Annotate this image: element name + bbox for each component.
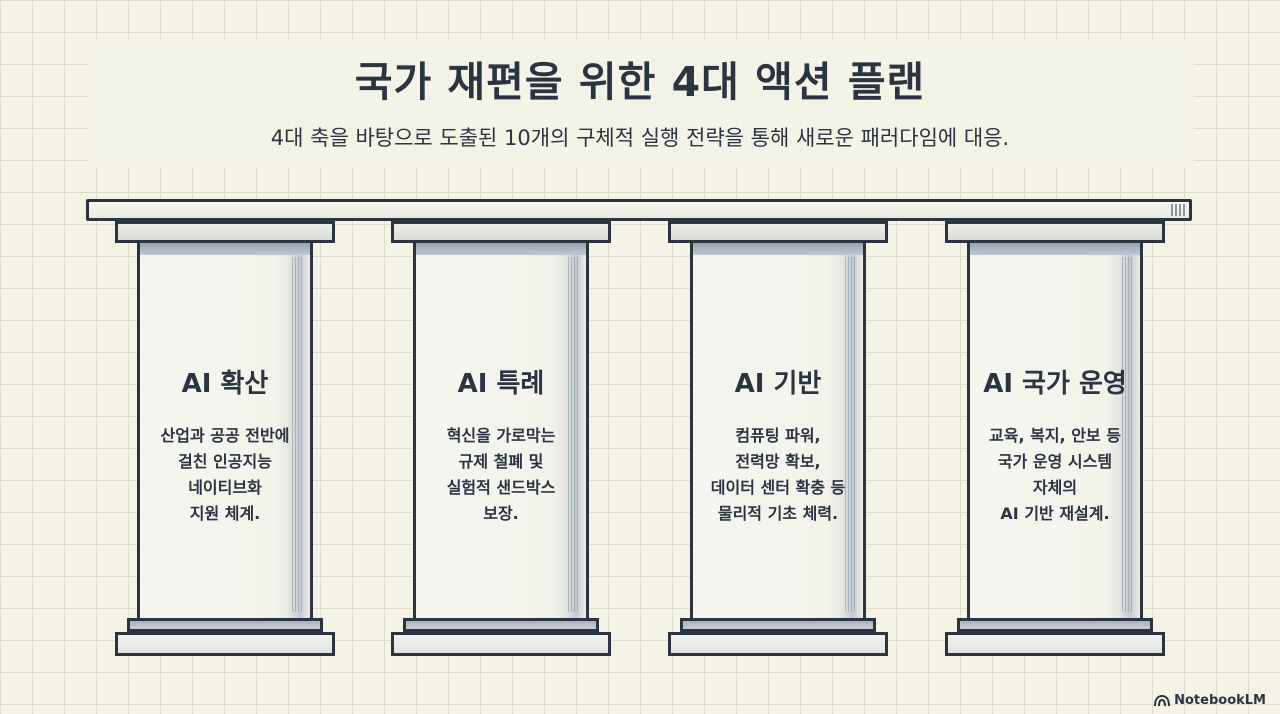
pillar-plinth <box>945 632 1165 656</box>
pillar-description-line: 자체의 <box>1032 478 1078 497</box>
pillar-description: 컴퓨팅 파워, 전력망 확보, 데이터 센터 확충 등 물리적 기초 체력. <box>690 423 866 527</box>
pillar-shaft <box>967 243 1143 618</box>
pillar-description-line: 지원 체계. <box>189 504 261 523</box>
pillar-description-line: 물리적 기초 체력. <box>717 504 839 523</box>
pillar-title: AI 확산 <box>181 369 269 399</box>
pillar-description-line: 네이티브화 <box>188 478 262 497</box>
pillar-description-line: 전력망 확보, <box>735 452 821 471</box>
page-subtitle: 4대 축을 바탕으로 도출된 10개의 구체적 실행 전략을 통해 새로운 패러… <box>270 126 1010 150</box>
pillar-description: 산업과 공공 전반에 걸친 인공지능 네이티브화 지원 체계. <box>137 423 313 527</box>
pillar-description-line: 혁신을 가로막는 <box>446 426 556 445</box>
notebooklm-logo-icon <box>1154 694 1171 706</box>
header-panel <box>88 40 1194 168</box>
brand-label: NotebookLM <box>1174 693 1266 708</box>
pillar-shaft <box>413 243 589 618</box>
pillar-capital <box>391 221 611 243</box>
pillar-capital <box>668 221 888 243</box>
pillar-description-line: 컴퓨팅 파워, <box>735 426 821 445</box>
pillar-description-line: 교육, 복지, 안보 등 <box>989 426 1121 445</box>
pillar-capital-band <box>413 243 589 255</box>
pillar-capital <box>945 221 1165 243</box>
pillar-description-line: 걸친 인공지능 <box>178 452 272 471</box>
brand-watermark: NotebookLM <box>1154 693 1266 708</box>
pillar-ai-infrastructure: AI 기반 컴퓨팅 파워, 전력망 확보, 데이터 센터 확충 등 물리적 기초… <box>668 221 888 656</box>
pillar-base-band <box>403 618 599 632</box>
pillar-base-band <box>680 618 876 632</box>
pillar-description-line: AI 기반 재설계. <box>1000 504 1110 523</box>
pillar-shaft <box>690 243 866 618</box>
pillar-title: AI 기반 <box>734 369 822 399</box>
pillar-ai-diffusion: AI 확산 산업과 공공 전반에 걸친 인공지능 네이티브화 지원 체계. <box>115 221 335 656</box>
page-title: 국가 재편을 위한 4대 액션 플랜 <box>354 58 926 106</box>
pillar-ai-national-operation: AI 국가 운영 교육, 복지, 안보 등 국가 운영 시스템 자체의 AI 기… <box>945 221 1165 656</box>
pillar-ai-special-exception: AI 특례 혁신을 가로막는 규제 철폐 및 실험적 샌드박스 보장. <box>391 221 611 656</box>
pillar-capital-band <box>690 243 866 255</box>
pillar-description-line: 국가 운영 시스템 <box>997 452 1113 471</box>
pillar-base-band <box>957 618 1153 632</box>
pillar-capital-band <box>967 243 1143 255</box>
pillar-title: AI 특례 <box>457 369 545 399</box>
pillar-description-line: 실험적 샌드박스 <box>446 478 556 497</box>
pillar-plinth <box>115 632 335 656</box>
pillar-base-band <box>127 618 323 632</box>
pillar-description: 교육, 복지, 안보 등 국가 운영 시스템 자체의 AI 기반 재설계. <box>967 423 1143 527</box>
pillar-plinth <box>668 632 888 656</box>
pillar-capital <box>115 221 335 243</box>
pillar-shaft <box>137 243 313 618</box>
pillar-description: 혁신을 가로막는 규제 철폐 및 실험적 샌드박스 보장. <box>413 423 589 527</box>
pillar-plinth <box>391 632 611 656</box>
pillar-title: AI 국가 운영 <box>983 369 1127 399</box>
pillar-description-line: 규제 철폐 및 <box>458 452 544 471</box>
pillar-description-line: 데이터 센터 확충 등 <box>710 478 846 497</box>
pillar-capital-band <box>137 243 313 255</box>
pillar-description-line: 산업과 공공 전반에 <box>160 426 290 445</box>
roof-beam <box>86 199 1192 221</box>
pillar-description-line: 보장. <box>483 504 519 523</box>
